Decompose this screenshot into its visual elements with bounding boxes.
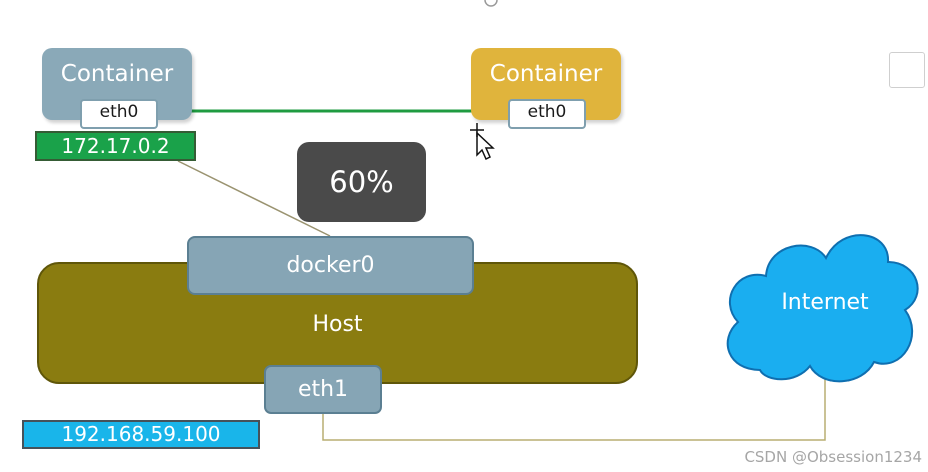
container-ip-label: 172.17.0.2 — [35, 131, 196, 161]
container-left-eth0: eth0 — [80, 99, 158, 129]
watermark: CSDN @Obsession1234 — [744, 448, 922, 466]
scroll-indicator-icon — [484, 0, 498, 7]
container-left: Container — [42, 48, 192, 120]
zoom-indicator: 60% — [297, 142, 426, 222]
layers-button[interactable] — [889, 52, 925, 88]
uplink-line — [322, 378, 826, 441]
docker0-bridge: docker0 — [187, 236, 474, 295]
container-right-eth0: eth0 — [508, 99, 586, 129]
ip-connector-line — [177, 160, 331, 237]
cursor-icon — [470, 123, 495, 161]
host-ip-label: 192.168.59.100 — [22, 420, 260, 449]
host-eth1: eth1 — [264, 365, 382, 414]
internet-label: Internet — [781, 290, 869, 315]
container-left-label: Container — [60, 61, 174, 87]
container-right-label: Container — [489, 61, 603, 87]
host-label: Host — [312, 312, 363, 337]
internet-cloud — [726, 234, 919, 383]
